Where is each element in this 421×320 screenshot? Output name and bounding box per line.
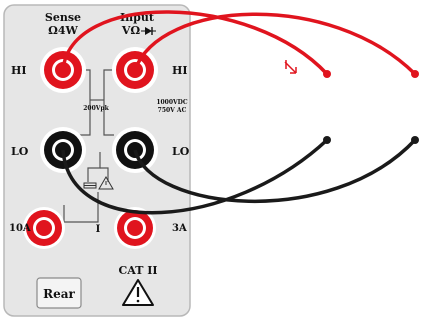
fuse-icon: [83, 182, 97, 189]
750vac-label: 750V AC: [158, 107, 187, 114]
black-probe-end-2: [411, 136, 419, 144]
red-wire-sense: [61, 10, 329, 76]
sense-label: Sense: [45, 11, 81, 24]
hi-left-label: HI: [11, 64, 27, 77]
red-probe-end-1: [323, 70, 331, 78]
i-label: I: [96, 224, 101, 235]
200vpk-label: 200Vpk: [83, 105, 109, 112]
warning-triangle-icon: [122, 279, 154, 306]
3a-jack[interactable]: [114, 207, 156, 249]
input-sub-label: VΩ: [121, 24, 141, 37]
internal-connection-lines: [63, 69, 114, 223]
sense-sub-label: Ω4W: [48, 24, 78, 37]
rear-button-label: Rear: [43, 287, 75, 301]
lo-left-label: LO: [11, 145, 29, 158]
lo-right-label: LO: [172, 145, 190, 158]
rear-button[interactable]: Rear: [36, 277, 82, 309]
1000vdc-label: 1000VDC: [156, 99, 188, 106]
black-probe-end-1: [323, 136, 331, 144]
fuse-warning-triangle-icon: [98, 176, 114, 190]
cat-label: CAT II: [119, 264, 158, 277]
black-wire-input: [133, 138, 417, 203]
black-wire-sense: [61, 138, 329, 215]
hi-right-label: HI: [172, 64, 188, 77]
diode-icon: [141, 27, 156, 35]
front-panel: [3, 4, 191, 317]
3a-label: 3A: [172, 223, 187, 234]
10a-jack[interactable]: [23, 207, 65, 249]
red-probe-end-2: [411, 70, 419, 78]
10a-label: 10A: [9, 223, 31, 234]
red-wire-input: [133, 12, 417, 76]
arrow-marker-icon: [284, 60, 297, 74]
